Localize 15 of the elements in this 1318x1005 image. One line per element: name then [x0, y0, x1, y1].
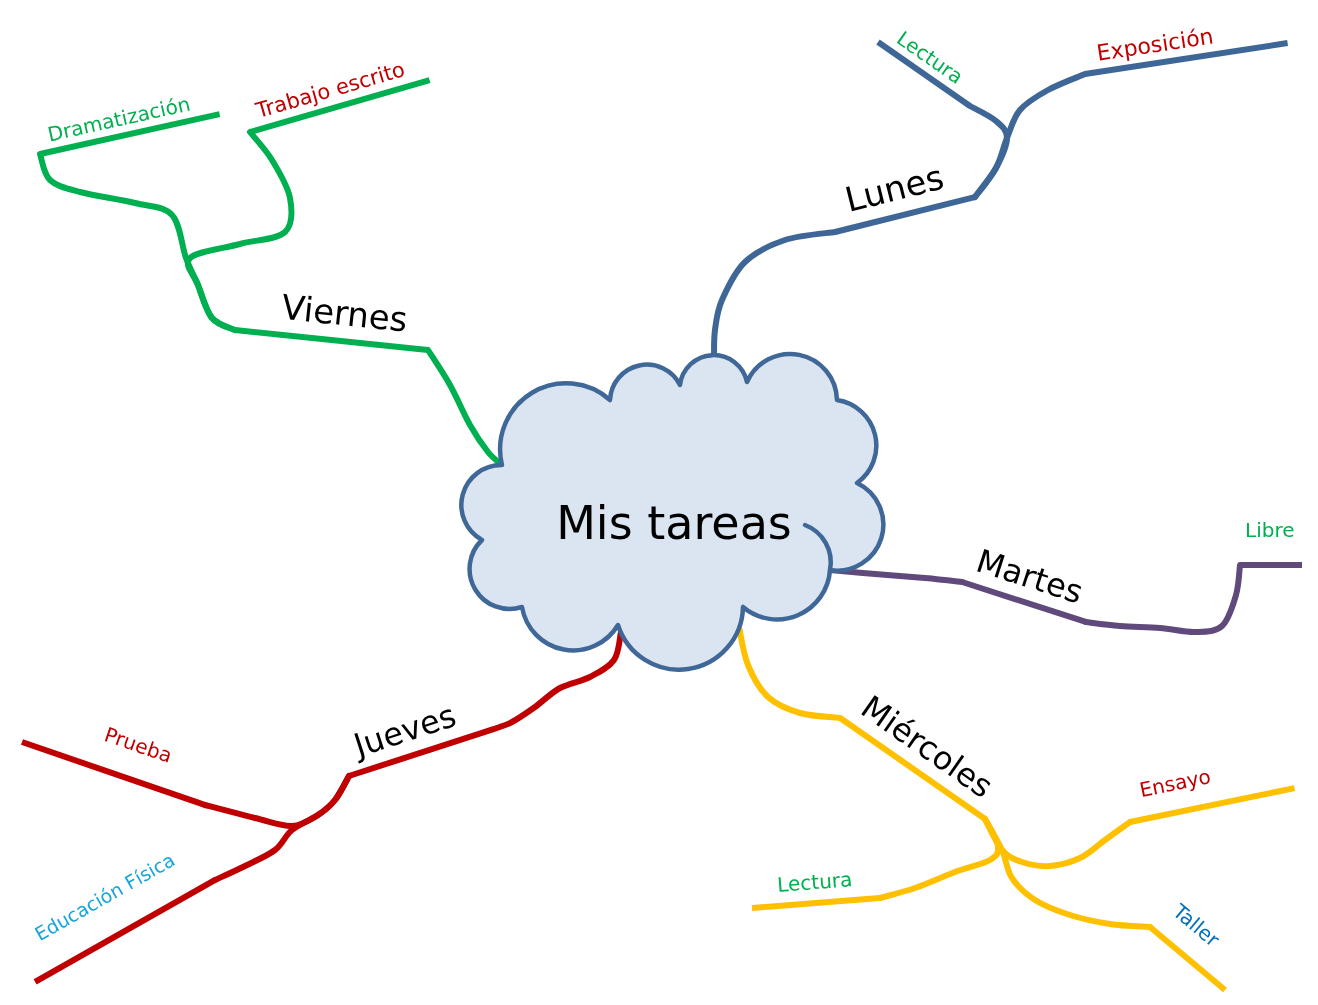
- branch-line: [184, 129, 295, 333]
- central-topic: Mis tareas: [556, 497, 792, 550]
- branch-line: [972, 71, 1088, 200]
- subtopic-label: Trabajo escrito: [241, 51, 431, 135]
- branch-line: [212, 773, 352, 883]
- branch-label: Viernes: [234, 282, 433, 353]
- branch-label: Martes: [961, 538, 1100, 625]
- branch-label: Lunes: [823, 150, 976, 235]
- subtopic-label: Libre: [1240, 518, 1302, 568]
- branch-line: [982, 816, 1133, 870]
- subtopic-label: Lectura: [749, 865, 881, 911]
- subtopic-label: Exposición: [1080, 12, 1289, 77]
- branch-line: [1083, 562, 1243, 635]
- branch-line: [982, 816, 1153, 930]
- subtopic-label: Ensayo: [1121, 747, 1296, 825]
